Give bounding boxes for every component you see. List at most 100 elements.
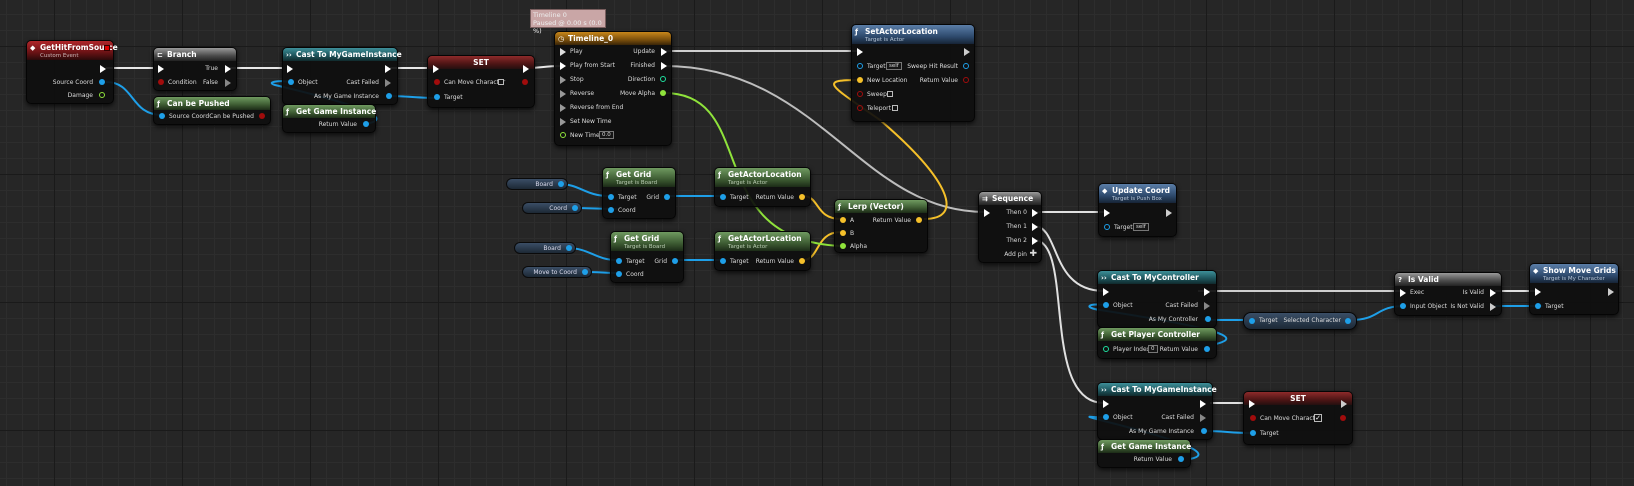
exec-then2-pin[interactable] [1032, 237, 1038, 245]
node-branch[interactable]: ⊏ Branch Condition True False [153, 47, 237, 91]
exec-cast-failed-pin[interactable] [385, 79, 391, 87]
pin-can-be-pushed[interactable] [259, 113, 265, 119]
exec-out-pin[interactable] [523, 65, 529, 73]
exec-reverse-from-end-pin[interactable] [560, 104, 566, 112]
pin-can-move-character[interactable] [1250, 415, 1256, 421]
pin-return-value[interactable] [1178, 456, 1184, 462]
node-set-can-move-character-1[interactable]: SET Can Move Character Target [427, 55, 535, 108]
pin-target[interactable] [857, 63, 863, 69]
pin-board-out[interactable] [558, 181, 564, 187]
pin-player-index[interactable] [1103, 346, 1109, 352]
target-self-box[interactable]: self [886, 62, 902, 70]
exec-in-pin[interactable] [1103, 400, 1109, 408]
exec-out-pin[interactable] [1341, 400, 1347, 408]
exec-stop-pin[interactable] [560, 76, 566, 84]
add-pin-label[interactable]: Add pin [1004, 251, 1027, 258]
pin-target[interactable] [616, 258, 622, 264]
exec-in-pin[interactable] [1103, 288, 1109, 296]
exec-cast-failed-pin[interactable] [1204, 302, 1210, 310]
exec-in-pin[interactable] [984, 209, 990, 217]
pin-damage[interactable] [99, 92, 105, 98]
node-update-coord[interactable]: ◆ Update Coord Target is Push Box Target… [1098, 183, 1177, 237]
pin-as-my-controller[interactable] [1205, 316, 1211, 322]
exec-then1-pin[interactable] [1032, 223, 1038, 231]
pin-target[interactable] [1535, 303, 1541, 309]
pin-object[interactable] [1103, 414, 1109, 420]
node-get-grid-1[interactable]: ƒ Get Grid Target is Board Target Grid C… [602, 167, 676, 219]
node-lerp-vector[interactable]: ƒ Lerp (Vector) A B Alpha Return Value [834, 199, 928, 253]
add-pin-plus-icon[interactable]: ✚ [1029, 249, 1037, 259]
pin-selected-character[interactable] [1345, 318, 1351, 324]
pin-sweep-hit-result[interactable] [963, 63, 969, 69]
node-set-can-move-character-2[interactable]: SET Can Move Character ✓ Target [1243, 391, 1353, 445]
node-can-be-pushed[interactable]: ƒ Can be Pushed Source Coord Can be Push… [153, 96, 271, 125]
pin-grid[interactable] [672, 258, 678, 264]
exec-play-from-start-pin[interactable] [560, 62, 566, 70]
pin-return-value[interactable] [1204, 346, 1210, 352]
exec-update-pin[interactable] [661, 48, 667, 56]
variable-move-to-coord-getter[interactable]: Move to Coord [522, 266, 592, 278]
node-get-player-controller[interactable]: ƒ Get Player Controller Player Index 0 R… [1097, 327, 1217, 359]
exec-out-pin[interactable] [964, 48, 970, 56]
exec-in-pin[interactable] [433, 65, 439, 73]
exec-is-not-valid-pin[interactable] [1490, 303, 1496, 311]
node-set-actor-location[interactable]: ƒ SetActorLocation Target is Actor Targe… [851, 24, 975, 122]
pin-as-my-game-instance[interactable] [1201, 428, 1207, 434]
variable-board-getter-1[interactable]: Board [506, 178, 568, 190]
pin-direction[interactable] [660, 76, 666, 82]
pin-object[interactable] [288, 79, 294, 85]
exec-reverse-pin[interactable] [560, 90, 566, 98]
exec-in-pin[interactable] [857, 48, 863, 56]
pin-coord-out[interactable] [572, 205, 578, 211]
pin-move-to-coord-out[interactable] [582, 269, 588, 275]
exec-out-pin[interactable] [1608, 288, 1614, 296]
pin-condition[interactable] [158, 79, 164, 85]
pin-as-my-game-instance[interactable] [386, 93, 392, 99]
pin-return-value[interactable] [799, 258, 805, 264]
pin-target[interactable] [608, 194, 614, 200]
exec-in-pin[interactable] [287, 65, 293, 73]
delegate-pin-icon[interactable] [104, 45, 110, 51]
node-cast-to-mycontroller[interactable]: ›› Cast To MyController Object Cast Fail… [1097, 270, 1217, 328]
node-get-grid-2[interactable]: ƒ Get Grid Target is Board Target Grid C… [610, 231, 684, 283]
pin-teleport[interactable] [857, 105, 863, 111]
node-custom-event-gethitfromsource[interactable]: ◆ GetHitFromSource Custom Event Source C… [26, 40, 118, 104]
exec-finished-pin[interactable] [661, 62, 667, 70]
pin-source-coord[interactable] [99, 79, 105, 85]
pin-coord[interactable] [616, 271, 622, 277]
new-time-input[interactable]: 0.0 [599, 131, 614, 139]
node-cast-to-mygameinstance-1[interactable]: ›› Cast To MyGameInstance Object Cast Fa… [282, 47, 402, 105]
pin-return-value[interactable] [963, 77, 969, 83]
exec-out-pin[interactable] [1200, 400, 1206, 408]
pin-grid[interactable] [664, 194, 670, 200]
variable-board-getter-2[interactable]: Board [514, 242, 576, 254]
exec-in-pin[interactable] [1400, 289, 1406, 297]
node-get-actor-location-1[interactable]: ƒ GetActorLocation Target is Actor Targe… [714, 167, 811, 207]
target-self-box[interactable]: self [1133, 223, 1149, 231]
pin-board-out[interactable] [566, 245, 572, 251]
exec-set-new-time-pin[interactable] [560, 118, 566, 126]
exec-in-pin[interactable] [1535, 288, 1541, 296]
node-get-game-instance-2[interactable]: ƒ Get Game Instance Return Value [1097, 439, 1191, 468]
pin-return-value[interactable] [799, 194, 805, 200]
pin-b[interactable] [840, 230, 846, 236]
node-cast-to-mygameinstance-2[interactable]: ›› Cast To MyGameInstance Object Cast Fa… [1097, 382, 1217, 440]
exec-then0-pin[interactable] [1032, 209, 1038, 217]
exec-is-valid-pin[interactable] [1490, 289, 1496, 297]
can-move-checkbox[interactable] [498, 79, 504, 85]
exec-out-pin[interactable] [100, 65, 106, 73]
pin-alpha[interactable] [840, 243, 846, 249]
pin-source-coord[interactable] [159, 113, 165, 119]
pin-target[interactable] [1250, 430, 1256, 436]
pin-target[interactable] [720, 258, 726, 264]
node-show-move-grids[interactable]: ◆ Show Move Grids Target is My Character… [1529, 263, 1619, 315]
pin-return-value[interactable] [916, 217, 922, 223]
pin-sweep[interactable] [857, 91, 863, 97]
sweep-checkbox[interactable] [887, 91, 893, 97]
exec-in-pin[interactable] [1104, 209, 1110, 217]
pin-input-object[interactable] [1400, 303, 1406, 309]
player-index-input[interactable]: 0 [1148, 345, 1158, 353]
node-get-actor-location-2[interactable]: ƒ GetActorLocation Target is Actor Targe… [714, 231, 811, 271]
pin-can-move-out[interactable] [522, 79, 528, 85]
